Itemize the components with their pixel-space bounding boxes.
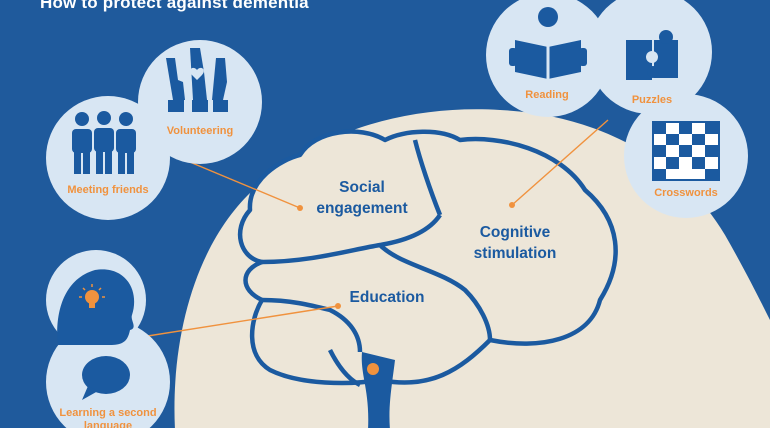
label-cognitive-1: Cognitive [480, 224, 551, 241]
label-puzzles: Puzzles [632, 94, 672, 106]
label-learning-language-2: language [84, 420, 132, 428]
connector-social-dot [297, 205, 303, 211]
label-reading: Reading [525, 89, 568, 101]
brain-fold-middle [378, 243, 493, 341]
connector-education [134, 305, 339, 339]
brainstem-dot [367, 363, 379, 375]
brain-outline [237, 129, 618, 386]
label-cognitive-2: stimulation [474, 245, 557, 262]
activity-labels: Reading Puzzles Crosswords Volunteering … [59, 89, 717, 428]
reading-person-icon [509, 7, 587, 79]
brain-fold-bottom [327, 348, 362, 388]
puzzle-piece-icon [626, 28, 678, 80]
connector-education-dot [335, 303, 341, 309]
label-social-2: engagement [316, 200, 407, 217]
label-education: Education [350, 289, 425, 306]
page-title: How to protect against dementia [40, 0, 309, 12]
label-learning-language-1: Learning a second [59, 407, 156, 419]
label-crosswords: Crosswords [654, 187, 718, 199]
connector-cognitive-dot [509, 202, 515, 208]
connector-cognitive [511, 119, 609, 206]
brain-fold-lower [261, 297, 363, 353]
crossword-grid-icon [652, 121, 720, 181]
brain-fold-top [261, 213, 442, 265]
brain-fold-front [412, 139, 443, 216]
raised-hands-heart-icon [166, 48, 228, 112]
connector-social [184, 159, 301, 209]
label-meeting-friends: Meeting friends [67, 184, 148, 196]
connector-lines [134, 119, 609, 339]
label-volunteering: Volunteering [167, 125, 233, 137]
brain [237, 129, 618, 428]
group-people-icon [72, 111, 136, 174]
speech-bubble-icon [82, 356, 130, 400]
head-lightbulb-icon [57, 269, 135, 345]
region-labels: Social engagement Cognitive stimulation … [316, 179, 556, 306]
label-social-1: Social [339, 179, 385, 196]
